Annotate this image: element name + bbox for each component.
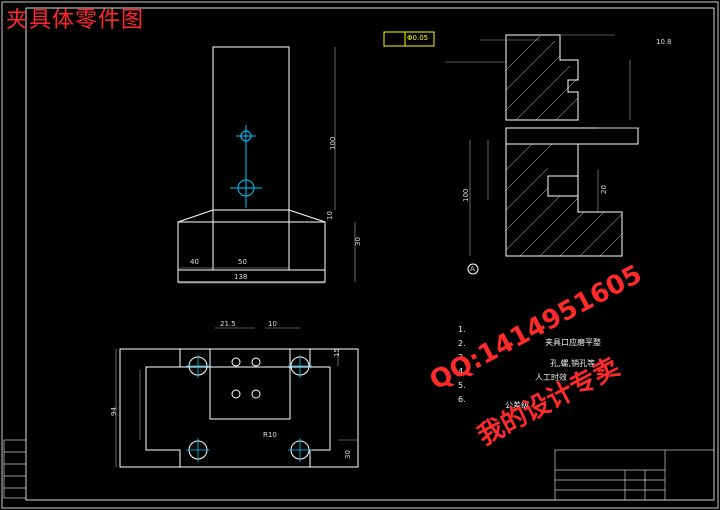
inner-border: [25, 7, 715, 501]
note-2-text: 孔,螺,销孔等: [550, 359, 596, 368]
note-3-text: 人工时效: [535, 373, 567, 382]
note-2: 2.: [458, 339, 466, 348]
dim-section-right: 20: [600, 185, 608, 194]
section-datum-label: A: [470, 265, 475, 273]
dim-front-bottom: 138: [234, 273, 248, 281]
note-1-text: 夹具口应磨平整: [545, 338, 601, 347]
section-view: [505, 34, 639, 257]
dim-plan-right: 30: [344, 450, 352, 459]
dim-front-base: 10: [326, 211, 334, 220]
front-centerlines: [230, 125, 262, 208]
note-1: 1.: [458, 325, 466, 334]
section-dimlines: [445, 34, 640, 256]
note-5: 5.: [458, 381, 466, 390]
front-dimlines: [178, 47, 356, 284]
plan-dimlines: [115, 327, 358, 467]
note-3: 3.: [458, 353, 466, 362]
tolerance-value: Φ0.05: [407, 34, 429, 42]
dim-plan-left: 94: [110, 407, 118, 416]
title-block: [554, 449, 715, 501]
dim-plan-radius: R10: [263, 431, 277, 439]
plan-view: [119, 348, 359, 468]
dim-plan-1: 21.5: [220, 320, 236, 328]
dim-section-height: 100: [462, 188, 470, 202]
plan-holes: [188, 356, 310, 460]
dim-plan-2: 10: [268, 320, 277, 328]
plan-centerlines: [186, 355, 312, 462]
dim-plan-right2: 15: [333, 348, 341, 357]
note-4: 4.: [458, 367, 466, 376]
drawing-title: 夹具体零件图: [6, 8, 145, 33]
section-hatch: [505, 35, 623, 257]
dim-front-mid: 50: [238, 258, 247, 266]
front-view: [177, 46, 326, 283]
note-6: 6.: [458, 395, 466, 404]
datum-symbol: [467, 263, 479, 275]
side-stamp: [3, 439, 27, 499]
dim-section-top: 10.8: [656, 38, 672, 46]
dim-front-base-h: 30: [354, 237, 362, 246]
dim-front-height: 100: [329, 136, 337, 150]
tolerance-frame: [383, 31, 435, 47]
note-4-text: 公差级: [505, 401, 529, 410]
dim-front-left: 40: [190, 258, 199, 266]
